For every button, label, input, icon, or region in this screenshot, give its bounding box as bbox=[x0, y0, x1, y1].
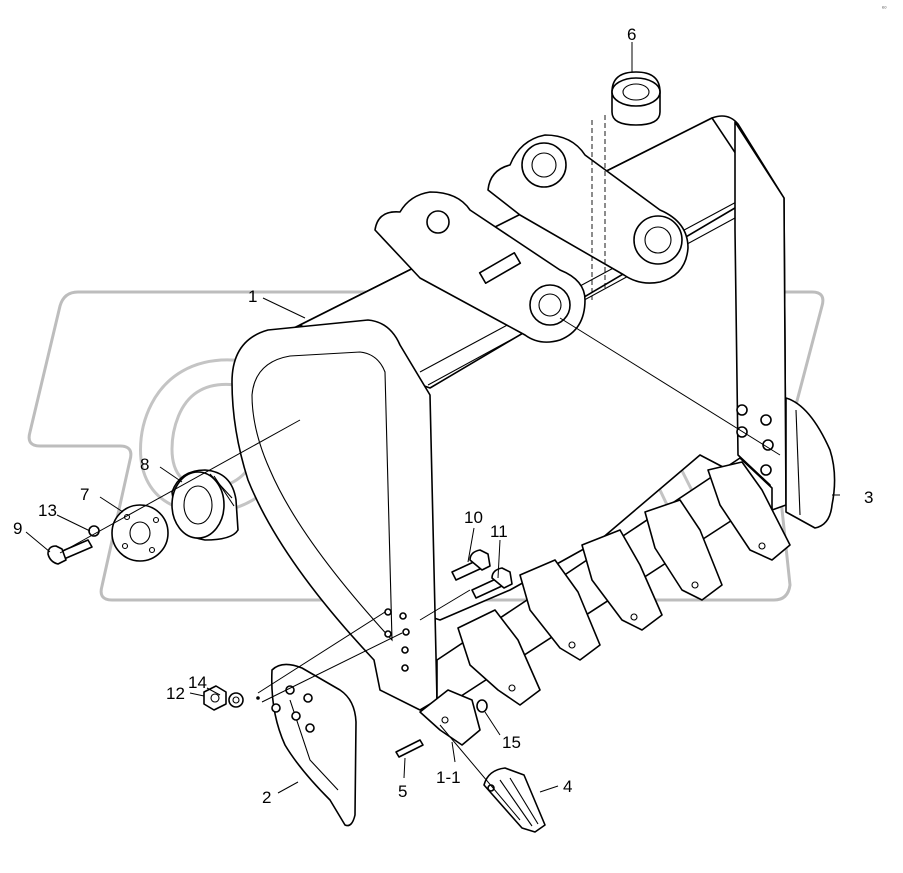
callout-6: 6 bbox=[627, 25, 636, 44]
tooth-point-4 bbox=[483, 767, 546, 833]
callout-13: 13 bbox=[38, 501, 57, 520]
ring-15 bbox=[476, 699, 488, 713]
nut-12 bbox=[203, 685, 227, 711]
callout-5: 5 bbox=[398, 782, 407, 801]
side-protector-2 bbox=[270, 663, 357, 827]
bucket-right-side-plate bbox=[734, 121, 787, 511]
callout-labels: 1 1-1 2 3 4 5 6 7 8 9 10 11 12 13 14 15 bbox=[13, 25, 873, 807]
plate-washer-7 bbox=[111, 504, 169, 562]
ear-slot bbox=[478, 252, 522, 284]
tooth-adapter bbox=[644, 499, 723, 601]
callout-7: 7 bbox=[80, 485, 89, 504]
pin-5 bbox=[395, 739, 424, 758]
ear-boss-right bbox=[521, 142, 567, 188]
callout-1-1: 1-1 bbox=[436, 768, 461, 787]
callout-14: 14 bbox=[188, 673, 207, 692]
bushing-6 bbox=[611, 71, 661, 126]
side-plate-inner-edge bbox=[251, 351, 393, 642]
tooth-adapter bbox=[519, 559, 601, 661]
ear-bore-right bbox=[633, 215, 683, 265]
callout-12: 12 bbox=[166, 684, 185, 703]
bolt-11 bbox=[471, 567, 513, 599]
right-side-bolts bbox=[736, 404, 774, 476]
bolt-9 bbox=[47, 539, 93, 565]
callout-11: 11 bbox=[490, 522, 508, 541]
callout-3: 3 bbox=[864, 488, 873, 507]
leader-lines bbox=[25, 42, 840, 821]
tooth-adapter bbox=[707, 461, 791, 561]
ear-bore-left bbox=[529, 284, 571, 326]
ear-hole-left bbox=[426, 210, 450, 234]
callout-2: 2 bbox=[262, 788, 271, 807]
boss-8 bbox=[171, 469, 239, 541]
bucket-body bbox=[231, 115, 787, 711]
callout-10: 10 bbox=[464, 508, 483, 527]
callout-8: 8 bbox=[140, 455, 149, 474]
callout-15: 15 bbox=[502, 733, 521, 752]
washer-14 bbox=[228, 692, 244, 708]
callout-1: 1 bbox=[248, 287, 257, 306]
corner-mark: ᵉᵒ bbox=[882, 6, 887, 12]
tooth-adapter bbox=[419, 689, 481, 746]
side-cutter-right bbox=[785, 397, 836, 529]
tooth-adapter bbox=[457, 609, 541, 706]
bolt-10 bbox=[451, 549, 491, 581]
left-side-holes bbox=[384, 608, 410, 672]
callout-9: 9 bbox=[13, 519, 22, 538]
callout-4: 4 bbox=[563, 777, 572, 796]
teeth-row bbox=[419, 461, 791, 746]
tooth-adapter bbox=[581, 529, 663, 631]
